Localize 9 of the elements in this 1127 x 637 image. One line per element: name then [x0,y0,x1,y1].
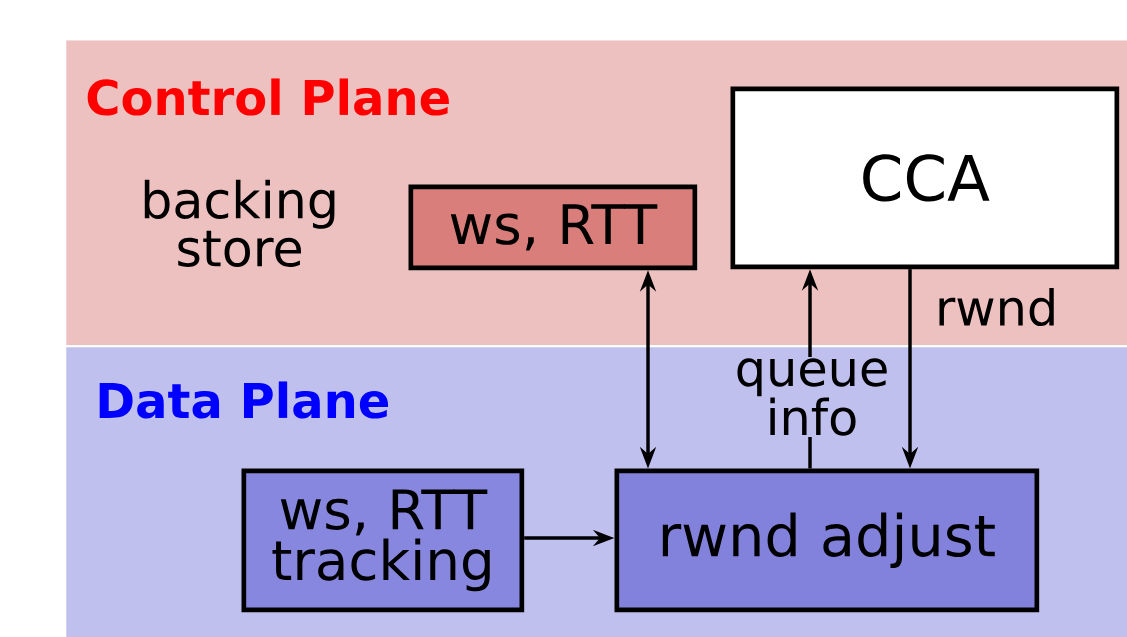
caption-text: backing store [144,179,335,267]
band-heading: Control Plane [87,78,449,116]
process-box: rwnd adjust [614,468,1040,613]
process-box: ws, RTT tracking [241,468,525,613]
process-box: ws, RTT [408,184,698,271]
edge-label: queue info [730,356,894,438]
process-box: CCA [730,86,1120,270]
band-heading: Data Plane [99,381,388,419]
edge-label: rwnd [933,286,1057,328]
